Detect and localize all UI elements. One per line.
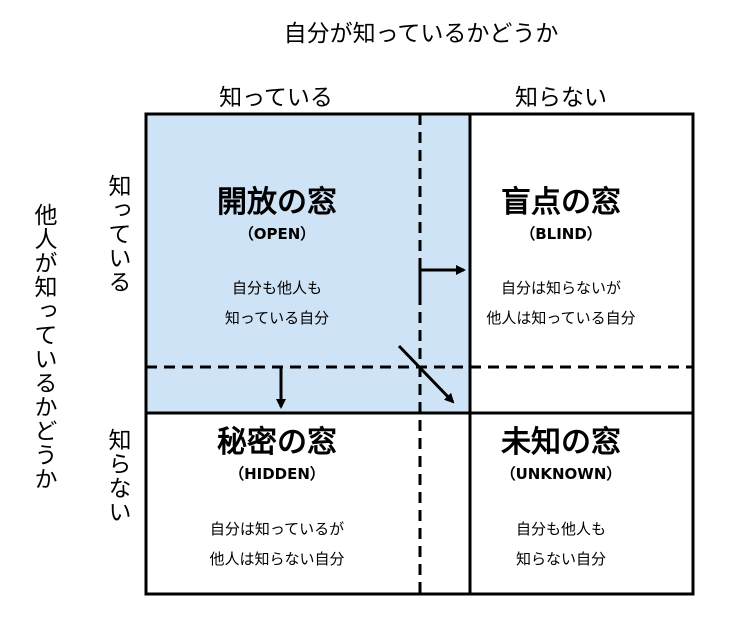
unknown-window-subtitle: （UNKNOWN） [500,465,622,483]
arrow-diagonal [397,344,455,404]
blind-window-description-line2: 他人は知っている自分 [486,309,636,327]
open-window-subtitle: （OPEN） [238,225,316,243]
open-window-title: 開放の窓 [217,185,337,220]
column-header-unknown: 知らない [515,85,607,111]
column-header-known: 知っている [219,85,333,111]
hidden-window-subtitle: （HIDDEN） [229,465,325,483]
hidden-window-description-line2: 他人は知らない自分 [209,550,345,568]
left-axis-title: 他人が知っているかどうか [30,203,56,491]
blind-window-subtitle: （BLIND） [520,225,602,243]
row-header-unknown: 知らない [104,428,130,524]
open-window-description-line2: 知っている自分 [224,309,330,327]
arrow-right [418,265,466,296]
hidden-window-title: 秘密の窓 [217,425,337,460]
blind-window-title: 盲点の窓 [501,185,621,220]
blind-window-description-line1: 自分は知らないが [500,279,621,297]
hidden-window-description-line1: 自分は知っているが [209,520,345,538]
top-axis-title: 自分が知っているかどうか [283,21,559,47]
unknown-window-title: 未知の窓 [501,425,621,460]
unknown-window-description-line2: 知らない自分 [515,550,606,568]
row-header-known: 知っている [104,174,130,294]
open-window-description-line1: 自分も他人も [231,279,322,297]
unknown-window-description-line1: 自分も他人も [515,520,606,538]
